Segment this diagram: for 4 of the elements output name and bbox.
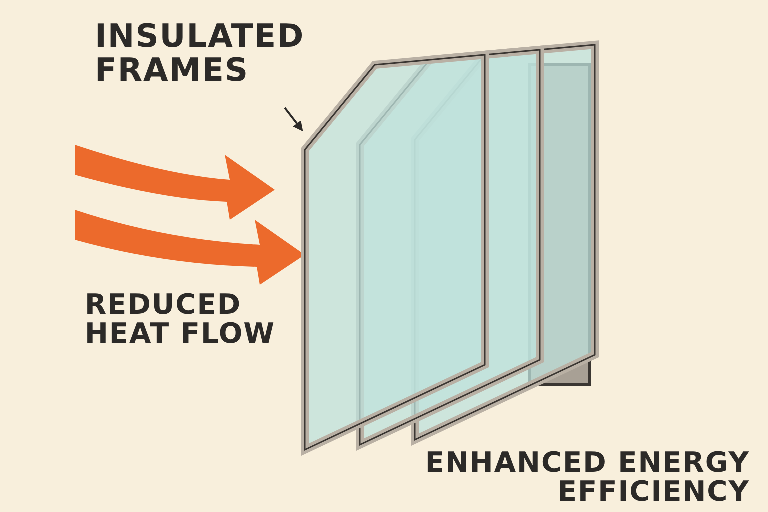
leader-line bbox=[284, 107, 304, 132]
caption-text: ENHANCED ENERGY EFFICIENCY bbox=[424, 448, 750, 507]
caption-text: REDUCED HEAT FLOW bbox=[85, 290, 277, 349]
callout-text: INSULATED FRAMES bbox=[95, 20, 335, 88]
